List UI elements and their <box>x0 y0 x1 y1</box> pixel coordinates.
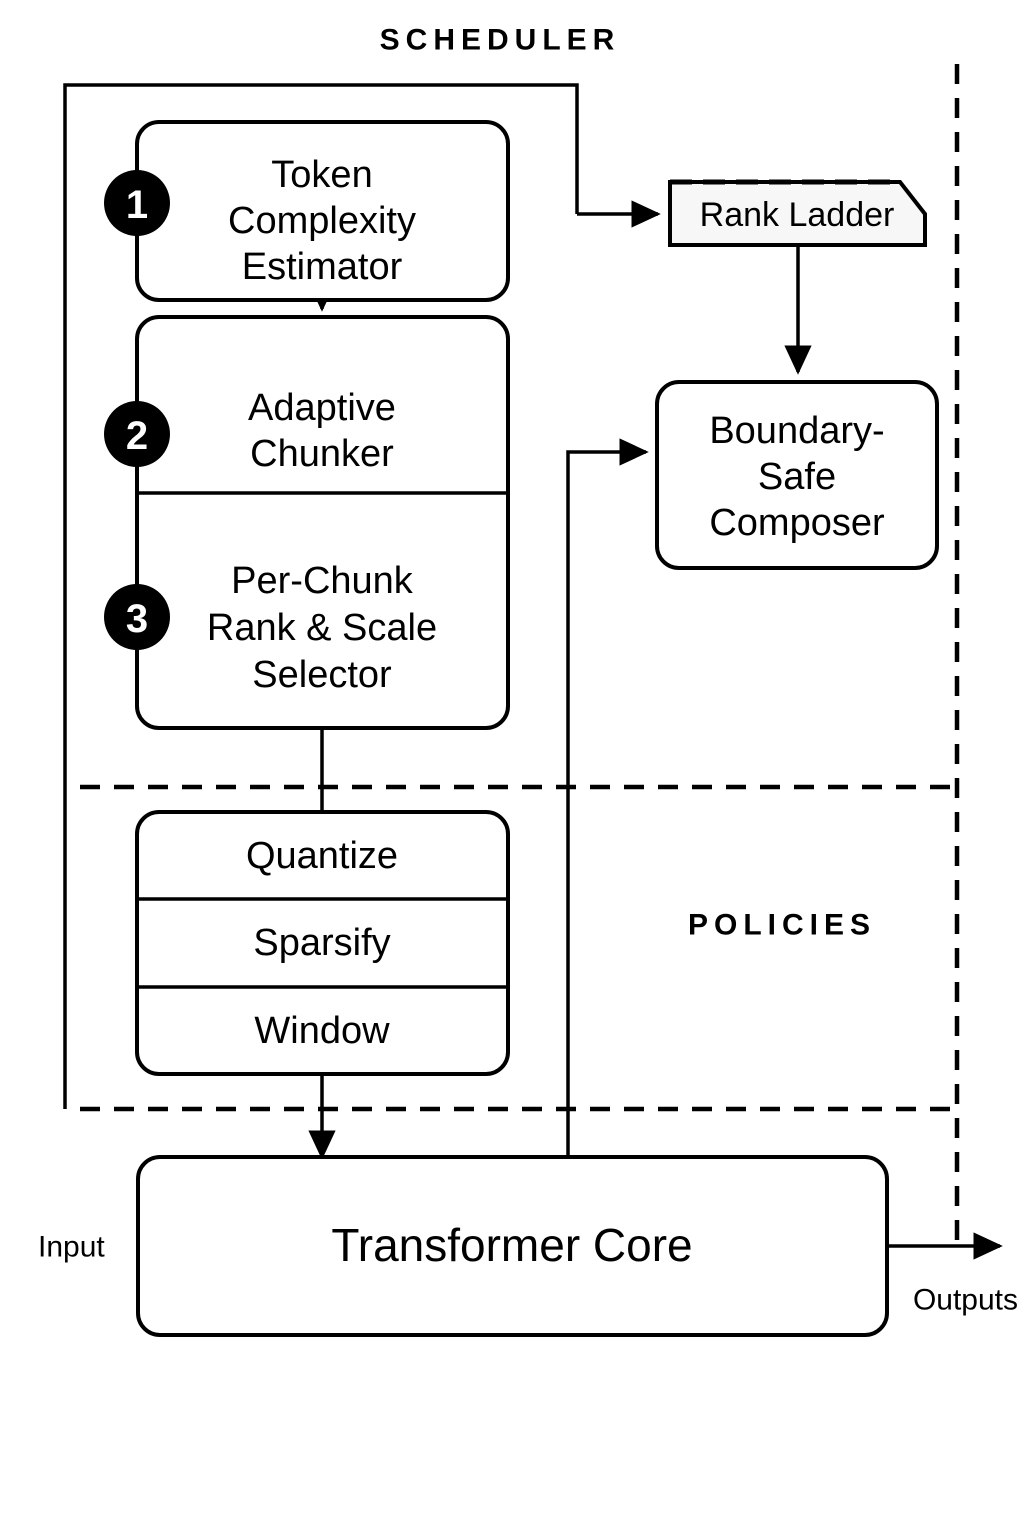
rank-ladder-shape[interactable] <box>668 180 927 247</box>
boundary-safe-composer-line3: Composer <box>709 502 885 544</box>
token-complexity-estimator-line2: Complexity <box>228 200 416 242</box>
adaptive-chunker-line1: Adaptive <box>248 387 396 429</box>
node-group-chunker-selector[interactable]: Adaptive Chunker Per-Chunk Rank & Scale … <box>104 315 510 730</box>
boundary-safe-composer-box[interactable] <box>655 380 939 570</box>
chunker-selector-box[interactable] <box>135 315 510 730</box>
arrow-core-to-composer <box>566 438 649 1165</box>
policy-item-window[interactable]: Window <box>254 1010 390 1052</box>
node-token-complexity-estimator[interactable]: Token Complexity Estimator 1 <box>104 120 510 302</box>
input-label: Input <box>38 1231 105 1264</box>
transformer-core-label: Transformer Core <box>331 1219 692 1271</box>
per-chunk-selector-line1: Per-Chunk <box>231 560 414 602</box>
node-boundary-safe-composer[interactable]: Boundary- Safe Composer <box>655 380 939 570</box>
zone-title-scheduler: SCHEDULER <box>380 24 621 57</box>
output-label: Outputs <box>913 1284 1018 1317</box>
rank-ladder-label: Rank Ladder <box>700 196 895 234</box>
node-rank-ladder[interactable]: Rank Ladder <box>668 179 927 247</box>
boundary-safe-composer-line1: Boundary- <box>709 410 884 452</box>
policy-item-quantize[interactable]: Quantize <box>246 835 398 877</box>
zone-dividers <box>80 64 960 1250</box>
step-badge-2-circle <box>104 401 170 467</box>
boundary-safe-composer-line2: Safe <box>758 456 836 498</box>
node-transformer-core[interactable]: Transformer Core <box>136 1155 889 1337</box>
token-complexity-estimator-line1: Token <box>271 154 372 196</box>
connector-left-rail-to-rank-ladder <box>63 83 579 1109</box>
per-chunk-selector-line3: Selector <box>252 654 392 696</box>
policy-item-sparsify[interactable]: Sparsify <box>253 922 390 964</box>
step-badge-1-circle <box>104 170 170 236</box>
policies-stack-box[interactable] <box>135 810 510 1076</box>
step-badge-3-circle <box>104 584 170 650</box>
step-badge-1-label: 1 <box>126 183 148 227</box>
step-badge-2-label: 2 <box>126 414 148 458</box>
zone-title-policies: POLICIES <box>688 909 876 942</box>
transformer-core-box[interactable] <box>136 1155 889 1337</box>
adaptive-chunker-line2: Chunker <box>250 433 394 475</box>
per-chunk-selector-line2: Rank & Scale <box>207 607 437 649</box>
node-policies-stack[interactable]: Quantize Sparsify Window <box>135 810 510 1076</box>
token-complexity-estimator-line3: Estimator <box>242 246 403 288</box>
step-badge-3-label: 3 <box>126 597 148 641</box>
